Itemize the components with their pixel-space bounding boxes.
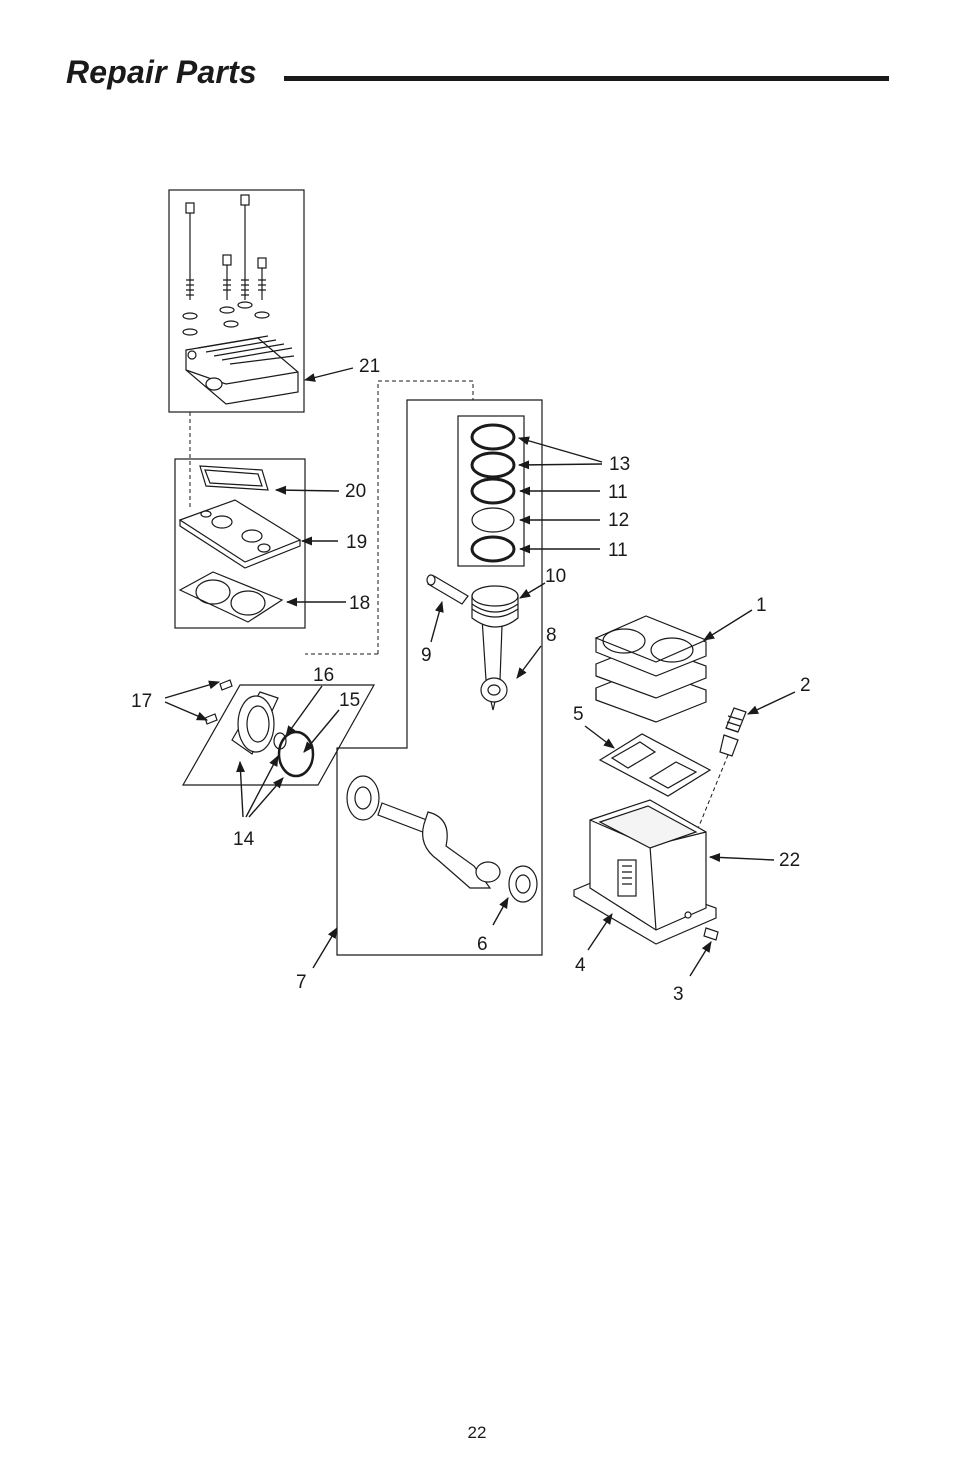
callout-labels: 1 2 3 4 5 6 7 8 9 10 11 11 12 13 14 15 1… [131,356,811,1005]
valve-plate-parts [178,465,302,623]
callout-13: 13 [609,454,630,475]
callout-7: 7 [296,972,307,993]
crank-assembly-frame [336,399,543,956]
callout-2: 2 [800,675,811,696]
callout-11a: 11 [608,482,628,503]
callout-14: 14 [233,829,255,850]
callout-9: 9 [421,645,432,666]
callout-4: 4 [575,955,586,976]
drain-plug-3 [703,927,719,941]
callout-20: 20 [345,481,366,502]
callout-17: 17 [131,691,152,712]
crankcase-4 [573,799,717,945]
page-title: Repair Parts [66,54,257,90]
callout-1: 1 [756,595,767,616]
callout-5: 5 [573,704,584,725]
callout-16: 16 [313,665,334,686]
piston-rings [470,423,516,563]
callout-15: 15 [339,690,360,711]
cylinder-head-group-box [168,189,305,413]
callout-22: 22 [779,850,800,871]
page-number: 22 [467,1423,487,1442]
piston-assembly [426,574,519,711]
check-valve-2 [719,707,747,757]
gasket-5 [598,733,712,797]
cylinder-1 [594,615,708,723]
callout-3: 3 [673,984,684,1005]
callout-19: 19 [346,532,367,553]
head-bolt-dashed-guide [377,380,474,654]
callout-10: 10 [545,566,566,587]
callout-8: 8 [546,625,557,646]
gasket-18 [178,571,284,623]
callout-11b: 11 [608,540,628,561]
crankshaft-assembly [346,775,538,903]
cylinder-head-part [182,194,299,405]
callout-21: 21 [359,356,380,377]
seal-plate-parts [204,679,315,778]
callout-12: 12 [608,510,629,531]
title-rule [284,76,889,81]
gasket-20 [199,465,269,491]
seal-plate-parallelogram [181,684,376,786]
callout-18: 18 [349,593,370,614]
callout-6: 6 [477,934,488,955]
